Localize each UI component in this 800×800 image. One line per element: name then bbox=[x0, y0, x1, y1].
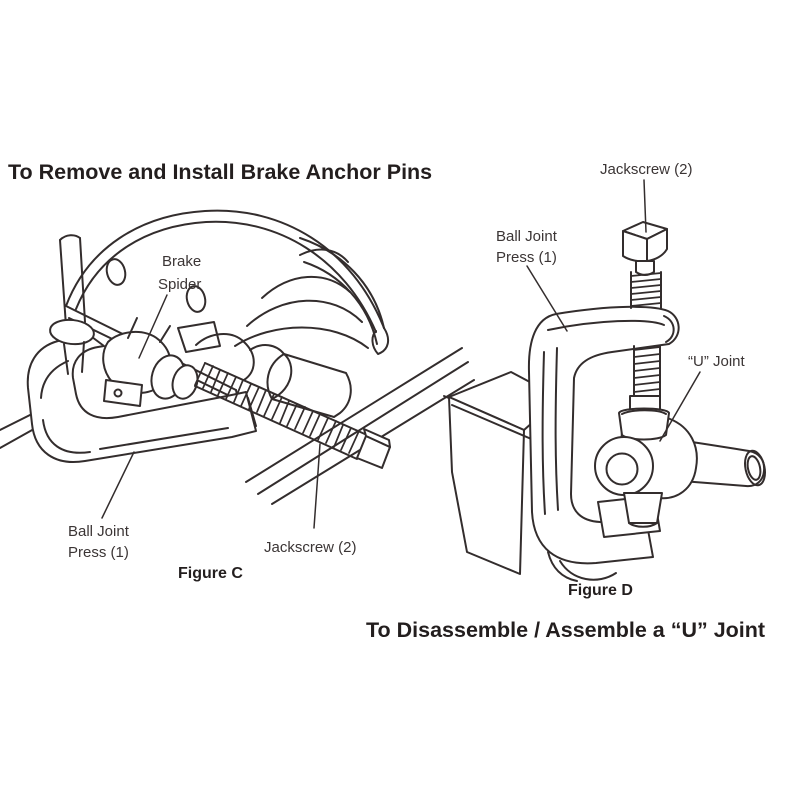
label-jackscrew-d: Jackscrew (2) bbox=[600, 161, 693, 178]
label-brake-spider-line2: Spider bbox=[158, 276, 201, 293]
u-joint-lower-cap bbox=[623, 492, 663, 524]
label-u-joint: “U” Joint bbox=[688, 353, 746, 370]
figure-c-heading: To Remove and Install Brake Anchor Pins bbox=[8, 160, 432, 184]
jackscrew-d bbox=[622, 221, 668, 399]
label-ball-joint-press-d-line2: Press (1) bbox=[496, 249, 557, 266]
figure-c-caption: Figure C bbox=[178, 565, 243, 582]
jackscrew-c bbox=[194, 362, 391, 469]
anchor-pin-rod bbox=[49, 234, 95, 375]
figure-d-leader-lines bbox=[526, 179, 701, 442]
brake-spider-casting bbox=[102, 317, 285, 407]
drum-hole bbox=[185, 285, 207, 313]
press-receiver-cup bbox=[266, 353, 352, 418]
figure-d-heading: To Disassemble / Assemble a “U” Joint bbox=[366, 618, 765, 642]
figure-c-leader-lines bbox=[101, 294, 321, 529]
thrust-washers bbox=[150, 354, 199, 400]
label-ball-joint-press-c-line1: Ball Joint bbox=[68, 523, 130, 540]
figure-d-caption: Figure D bbox=[568, 582, 633, 599]
label-ball-joint-press-c-line2: Press (1) bbox=[68, 544, 129, 561]
label-ball-joint-press-d-line1: Ball Joint bbox=[496, 228, 558, 245]
figure-c-illustration: To Remove and Install Brake Anchor Pins … bbox=[0, 160, 483, 582]
label-jackscrew-c: Jackscrew (2) bbox=[264, 539, 357, 556]
ball-joint-press-c-clamp bbox=[26, 333, 257, 463]
u-joint-assembly bbox=[594, 395, 766, 528]
label-brake-spider-line1: Brake bbox=[162, 253, 201, 270]
figure-d-illustration: Jackscrew (2) Ball Joint Press (1) “U” J… bbox=[366, 161, 766, 642]
drum-hole bbox=[105, 258, 127, 286]
